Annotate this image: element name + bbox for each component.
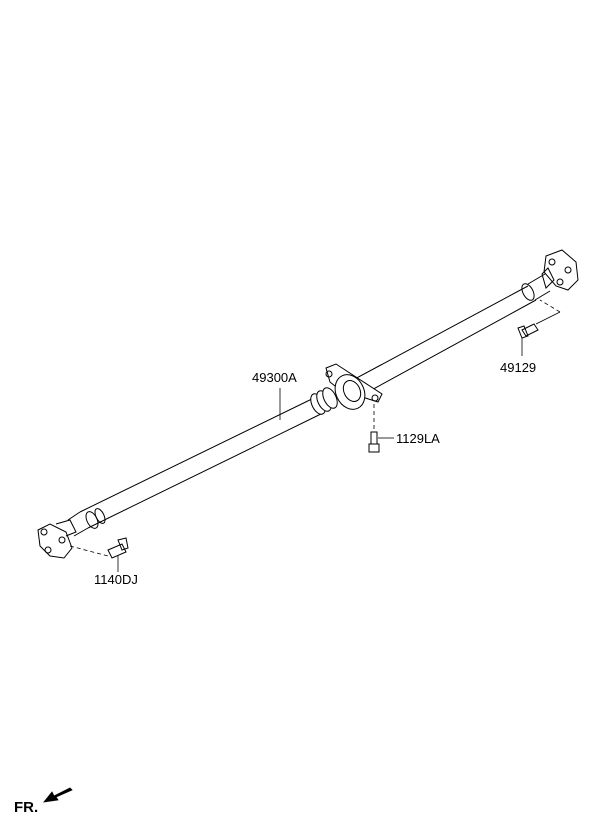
propeller-shaft-assembly (67, 273, 551, 537)
front-flange-yoke (37, 519, 77, 559)
front-flange-bolt (69, 537, 129, 572)
label-1129LA: 1129LA (396, 431, 440, 446)
center-bearing-bolt (368, 404, 394, 453)
rear-flange-bolt (517, 299, 561, 356)
front-indicator-label: FR. (14, 799, 38, 816)
arrow-down-left-icon (43, 787, 73, 803)
label-49300A: 49300A (252, 370, 297, 385)
label-49129: 49129 (500, 360, 536, 375)
rear-flange-yoke (541, 249, 579, 291)
center-bearing (325, 363, 383, 410)
label-1140DJ: 1140DJ (94, 572, 138, 587)
